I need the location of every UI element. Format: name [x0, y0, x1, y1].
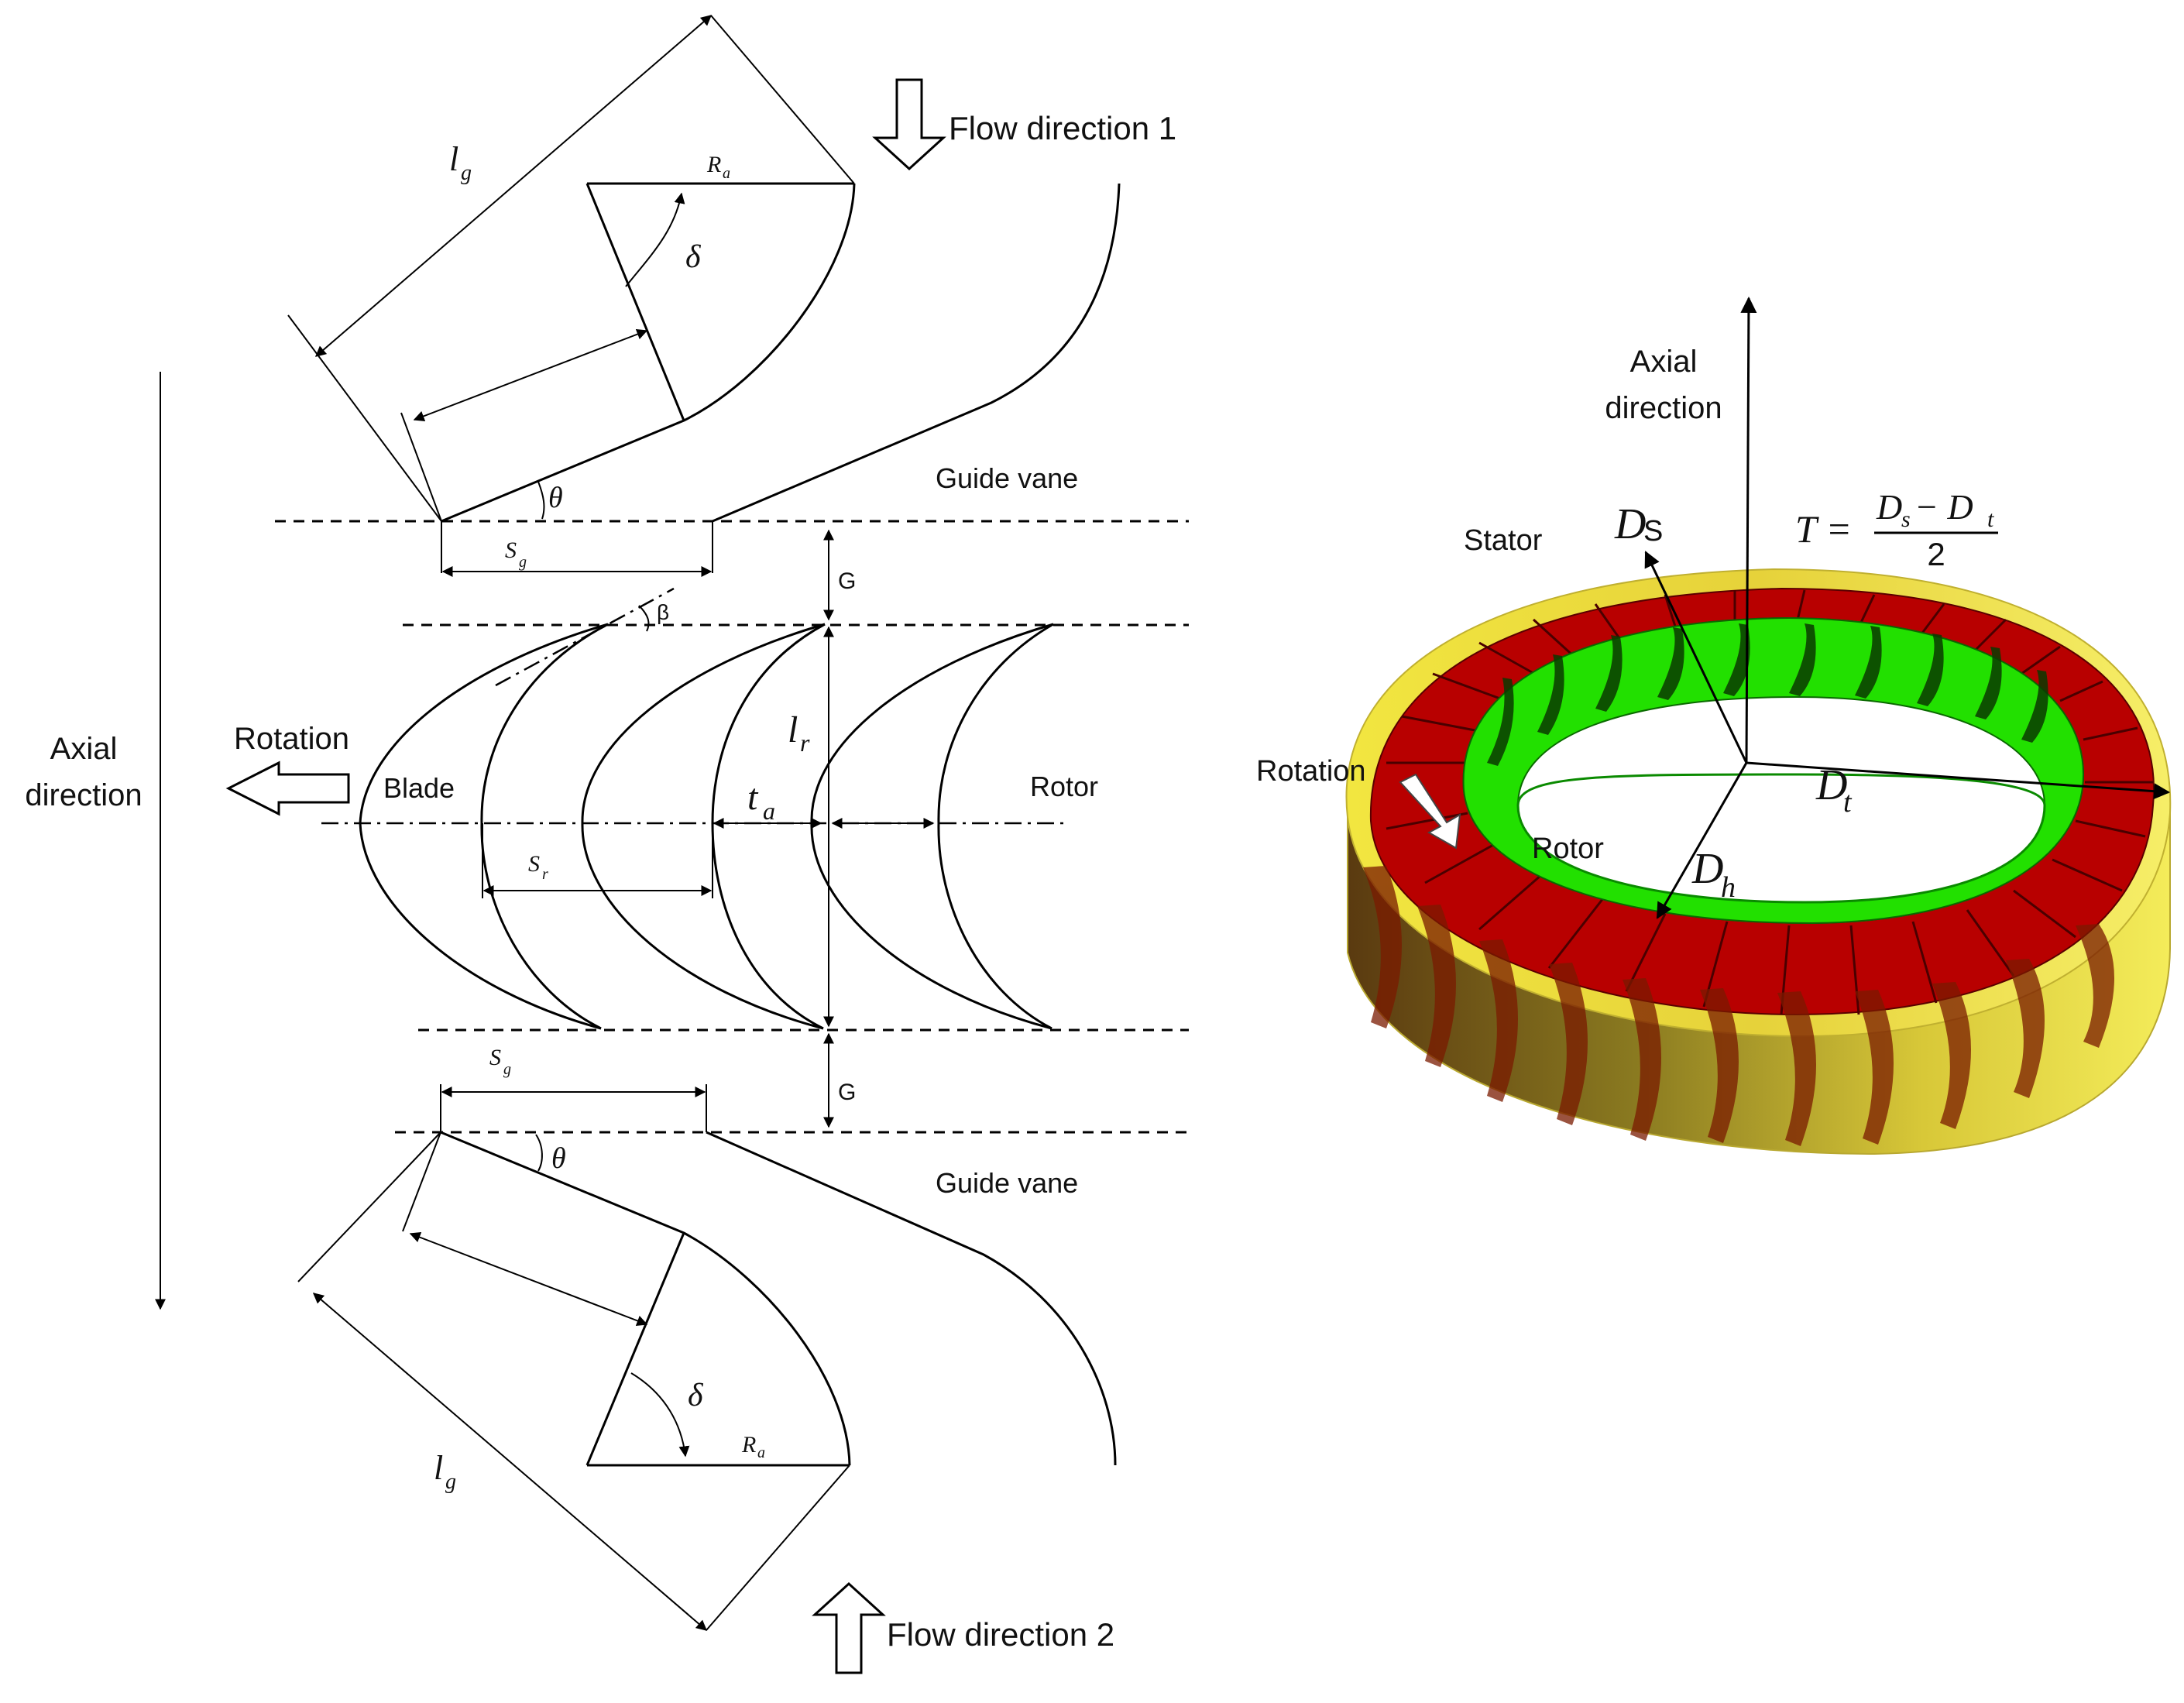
guide-vane-bottom-label: Guide vane	[936, 1167, 1078, 1199]
theta-top-symbol: θ	[548, 482, 563, 514]
guide-vane-top	[275, 15, 1189, 577]
t-formula-den: 2	[1927, 536, 1945, 572]
cascade-schematic: Axial direction Flow direction 1 Flow di…	[25, 15, 1189, 1674]
delta-bottom-symbol: δ	[688, 1378, 704, 1413]
rotation-arrow-right	[1399, 773, 1461, 850]
sg-bottom-sub: g	[503, 1061, 511, 1078]
lg-bottom-symbol: l	[434, 1449, 443, 1487]
delta-top-symbol: δ	[685, 239, 702, 275]
dh-arrow	[1656, 762, 1748, 919]
axial-direction-label-left-2: direction	[25, 778, 142, 812]
ra-bottom-symbol: R	[741, 1432, 756, 1458]
dt-sub: t	[1843, 786, 1853, 819]
rotation-label-right: Rotation	[1256, 755, 1366, 788]
flow-direction-1-label: Flow direction 1	[949, 110, 1176, 146]
dt-arrow	[1746, 761, 2171, 800]
stator-blades	[1386, 589, 2153, 1015]
sg-bottom-symbol: S	[489, 1045, 501, 1070]
flow-direction-2-arrow	[812, 1581, 886, 1674]
ta-sub: a	[763, 797, 775, 825]
guide-vane-top-label: Guide vane	[936, 462, 1078, 494]
stator-label: Stator	[1464, 524, 1543, 557]
dh-sub: h	[1721, 871, 1736, 904]
lg-top-symbol: l	[449, 140, 458, 178]
flow-direction-1-arrow	[872, 78, 946, 171]
g-top-label: G	[838, 568, 856, 594]
rotor-label-left: Rotor	[1030, 771, 1098, 802]
t-formula-num-sub2: t	[1987, 506, 1994, 532]
guide-vane-bottom	[297, 1084, 1189, 1631]
sr-sub: r	[542, 866, 548, 883]
rotor-hub-opening	[1516, 773, 2046, 904]
sr-symbol: S	[528, 851, 540, 877]
ta-symbol: t	[747, 777, 759, 818]
ra-top-sub: a	[723, 165, 730, 182]
lr-symbol: l	[788, 709, 798, 750]
axial-direction-label-right-1: Axial	[1630, 345, 1698, 379]
thickness-formula: T = D s − D t 2	[1795, 487, 1998, 572]
rotor-blades	[321, 587, 1189, 1032]
rotor-label-right: Rotor	[1532, 833, 1604, 865]
rotation-arrow-left	[225, 761, 350, 816]
ds-arrow	[1644, 551, 1748, 764]
t-formula-num-sub1: s	[1901, 506, 1911, 532]
t-formula-num: D	[1876, 487, 1902, 527]
dh-symbol: D	[1691, 845, 1723, 893]
ra-bottom-sub: a	[757, 1444, 765, 1461]
t-formula-minus: − D	[1914, 487, 1973, 527]
sg-top-sub: g	[519, 554, 527, 571]
flow-direction-2-label: Flow direction 2	[887, 1616, 1114, 1653]
theta-bottom-symbol: θ	[551, 1142, 566, 1175]
axial-direction-label-left-1: Axial	[50, 732, 118, 766]
ra-top-symbol: R	[706, 152, 721, 177]
stator-lower-vanes	[1363, 866, 2114, 1146]
t-formula-left: T =	[1795, 507, 1852, 551]
turbine-3d-render	[1345, 296, 2172, 1155]
g-bottom-label: G	[838, 1080, 856, 1105]
lg-top-sub: g	[461, 161, 472, 185]
ds-sub: S	[1643, 515, 1663, 548]
dt-symbol: D	[1815, 761, 1847, 809]
axial-direction-label-right-2: direction	[1605, 391, 1722, 425]
rotor-blades-3d	[1487, 623, 2048, 766]
axial-direction-arrow-right	[1740, 296, 1757, 764]
rotation-label-left: Rotation	[234, 722, 349, 756]
ds-symbol: D	[1614, 500, 1646, 548]
lr-sub: r	[800, 729, 810, 757]
blade-label: Blade	[383, 772, 455, 804]
sg-top-symbol: S	[505, 537, 517, 563]
lg-bottom-sub: g	[445, 1470, 456, 1494]
beta-label: β	[657, 600, 669, 624]
